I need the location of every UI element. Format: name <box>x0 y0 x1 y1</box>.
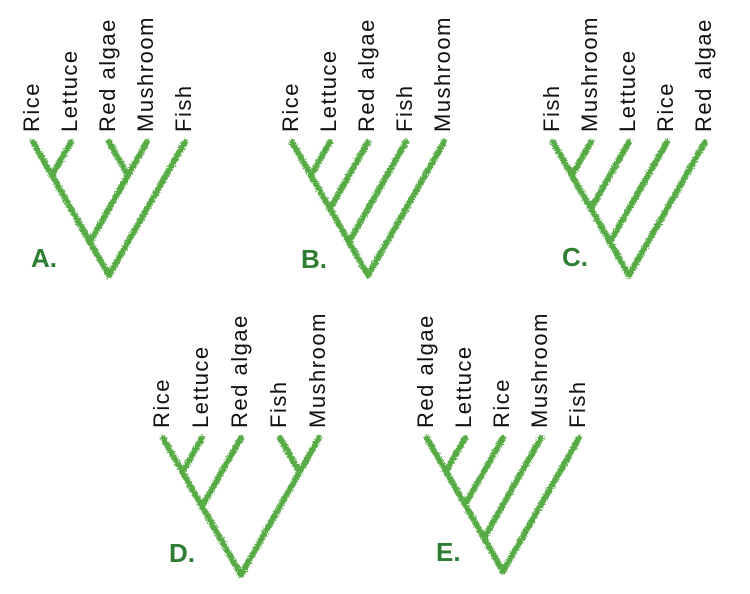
tree-D-branch <box>296 435 322 476</box>
tree-A-branch <box>106 139 188 279</box>
tree-B-branch <box>346 139 409 245</box>
tree-A-branch <box>30 139 55 179</box>
tree-D-branch <box>179 435 205 476</box>
tree-A-branch <box>49 139 74 179</box>
tree-B-branch <box>289 139 314 179</box>
taxon-label-red-algae: Red algae <box>354 18 379 132</box>
tree-C-branch <box>588 205 613 245</box>
taxon-label-mushroom: Mushroom <box>527 312 552 428</box>
tree-E-branch <box>443 468 468 508</box>
tree-E-branch <box>481 435 544 541</box>
taxon-label-fish: Fish <box>266 380 291 428</box>
tree-B-branches <box>289 139 447 279</box>
tree-C-branch <box>569 172 594 212</box>
tree-A-branch <box>87 172 131 245</box>
taxon-label-fish: Fish <box>565 380 590 428</box>
taxon-label-red-algae: Red algae <box>691 18 716 132</box>
taxon-label-fish: Fish <box>392 84 417 132</box>
tree-D-branch <box>199 435 244 510</box>
tree-D-branch <box>238 469 303 578</box>
tree-E-branch <box>500 435 582 575</box>
taxon-label-fish: Fish <box>171 84 196 132</box>
tree-B-branch <box>346 239 371 279</box>
tree-D-branch <box>160 435 186 476</box>
taxon-label-lettuce: Lettuce <box>57 49 82 132</box>
tree-E-branch <box>481 535 506 575</box>
taxon-label-mushroom: Mushroom <box>577 16 602 132</box>
tree-C-branch <box>588 139 632 212</box>
taxon-label-red-algae: Red algae <box>413 314 438 428</box>
taxon-label-lettuce: Lettuce <box>316 49 341 132</box>
taxon-label-rice: Rice <box>653 82 678 132</box>
tree-D-branch <box>277 435 303 476</box>
taxon-label-mushroom: Mushroom <box>305 312 330 428</box>
taxon-label-lettuce: Lettuce <box>615 49 640 132</box>
taxon-label-rice: Rice <box>489 378 514 428</box>
tree-B-branch <box>308 172 333 212</box>
tree-C-branch <box>569 139 594 179</box>
tree-C-branches <box>550 139 708 279</box>
tree-C-branch <box>626 139 708 279</box>
tree-letter-E: E. <box>436 537 461 567</box>
taxon-label-lettuce: Lettuce <box>188 345 213 428</box>
taxon-label-rice: Rice <box>19 82 44 132</box>
taxon-label-rice: Rice <box>278 82 303 132</box>
tree-E-branch <box>443 435 468 475</box>
tree-letter-B: B. <box>301 244 327 274</box>
taxon-label-red-algae: Red algae <box>95 18 120 132</box>
tree-C-branch <box>550 139 575 179</box>
tree-D-branch <box>199 503 244 578</box>
tree-E-branch <box>462 435 506 508</box>
taxon-label-fish: Fish <box>539 84 564 132</box>
tree-B-branch <box>365 139 447 279</box>
taxon-label-red-algae: Red algae <box>227 314 252 428</box>
tree-E-branches <box>424 435 582 575</box>
tree-C-branch <box>607 139 670 245</box>
tree-B-branch <box>327 139 371 212</box>
taxon-label-lettuce: Lettuce <box>451 345 476 428</box>
taxon-label-mushroom: Mushroom <box>430 16 455 132</box>
tree-A-branch <box>87 239 112 279</box>
tree-E-branch <box>424 435 449 475</box>
tree-D-branch <box>179 469 205 510</box>
taxon-label-rice: Rice <box>149 378 174 428</box>
tree-A-branch <box>49 172 93 245</box>
tree-A-branch <box>125 139 150 179</box>
tree-letter-C: C. <box>562 242 588 272</box>
tree-letter-D: D. <box>169 538 195 568</box>
tree-A-branches <box>30 139 188 279</box>
tree-B-branch <box>308 139 333 179</box>
taxon-label-mushroom: Mushroom <box>133 16 158 132</box>
tree-D-branches <box>160 435 322 578</box>
tree-letter-A: A. <box>31 243 57 273</box>
tree-C-branch <box>607 239 632 279</box>
tree-A-branch <box>106 139 131 179</box>
tree-B-branch <box>327 205 352 245</box>
tree-E-branch <box>462 501 487 541</box>
